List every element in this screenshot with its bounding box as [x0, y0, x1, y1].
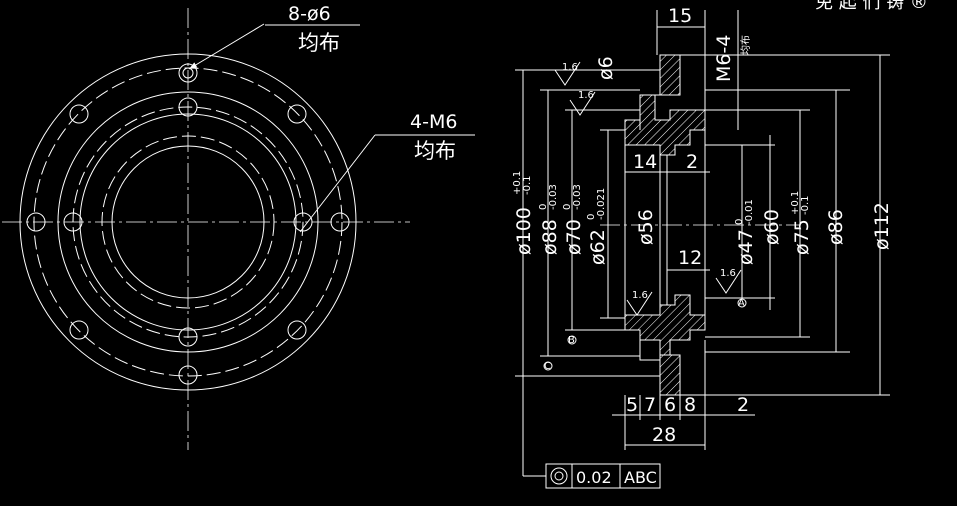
- datum-a: A: [735, 297, 748, 309]
- tol-value: 0.02: [576, 468, 612, 487]
- svg-text:1.6: 1.6: [632, 290, 648, 301]
- hole: [178, 365, 198, 385]
- lower-flange-hatch: [659, 354, 681, 396]
- svg-text:C: C: [544, 361, 551, 372]
- dia-75-tol-lo: -0.1: [800, 195, 811, 215]
- dia-88-tol-up: 0: [538, 204, 549, 210]
- hole-inner: [182, 67, 194, 79]
- dim-15: 15: [668, 5, 692, 27]
- flange-circle: [57, 91, 319, 353]
- dia-62-tol-up: 0: [586, 214, 597, 220]
- front-view: 8-ø6 均布 4-M6 均布: [2, 3, 475, 450]
- svg-text:1.6: 1.6: [562, 62, 578, 73]
- svg-text:B: B: [568, 335, 575, 346]
- hole: [287, 320, 307, 340]
- dia-100: ø100: [513, 207, 535, 255]
- tol-datum: ABC: [624, 468, 657, 487]
- callout-tapped-note: 均布: [414, 139, 456, 163]
- dia-75-tol-up: +0.1: [790, 191, 801, 215]
- dia-100-tol-lo: -0.1: [522, 175, 533, 195]
- dim-hole: ø6: [595, 56, 617, 80]
- section-view: 15 M6-4 均布 ø6 ø100 +0.1 -0.1 ø88 0 -0.03: [512, 0, 928, 489]
- upper-hatch: [624, 94, 706, 156]
- dia-86: ø86: [825, 209, 847, 245]
- roughness-3: 1.6: [626, 290, 653, 316]
- dia-70-tol-up: 0: [562, 204, 573, 210]
- tapped-hole: [178, 327, 198, 347]
- leader-tapped: [299, 134, 376, 233]
- roughness-2: 1.6: [569, 90, 596, 116]
- dia-62-tol-lo: -0.021: [596, 188, 607, 220]
- hole: [69, 320, 89, 340]
- tapped-hole: [293, 212, 313, 232]
- tapped-hole: [178, 97, 198, 117]
- dia-56: ø56: [635, 209, 657, 245]
- dim-2a: 2: [686, 151, 698, 173]
- dia-100-tol-up: +0.1: [512, 171, 523, 195]
- tol-box: [545, 463, 661, 489]
- dim-2b: 2: [737, 394, 749, 416]
- dia-88-tol-lo: -0.03: [548, 184, 559, 210]
- roughness-4: 1.6: [715, 268, 742, 294]
- hidden-circle-2: [101, 135, 275, 309]
- callout-holes: 8-ø6: [288, 3, 331, 25]
- dia-88: ø88: [539, 219, 561, 255]
- dia-47-tol-up: 0: [734, 219, 745, 225]
- hole: [330, 212, 350, 232]
- dim-thread: M6-4: [713, 35, 735, 82]
- dim-7: 7: [644, 394, 656, 416]
- tapped-holes: [63, 97, 313, 347]
- hole: [178, 63, 198, 83]
- dia-70: ø70: [563, 219, 585, 255]
- callout-tapped: 4-M6: [410, 111, 457, 133]
- callout-holes-note: 均布: [298, 31, 340, 55]
- lower-profile: [639, 330, 706, 396]
- dim-12: 12: [678, 247, 702, 269]
- bolt-holes: [26, 63, 350, 385]
- leader-holes: [188, 23, 265, 70]
- concentricity-icon: [550, 467, 568, 485]
- dim-6: 6: [664, 394, 676, 416]
- dim-14: 14: [633, 151, 657, 173]
- datum-b: B: [565, 329, 578, 346]
- dim-5: 5: [626, 394, 638, 416]
- hole: [26, 212, 46, 232]
- svg-text:1.6: 1.6: [720, 268, 736, 279]
- bore-circle: [111, 145, 265, 299]
- dim-8: 8: [684, 394, 696, 416]
- svg-text:A: A: [738, 298, 745, 309]
- dim-thread-note: 均布: [740, 35, 752, 55]
- corner-text: 免 起 们 铸 ®: [815, 0, 928, 13]
- dia-62: ø62: [587, 229, 609, 265]
- dia-70-tol-lo: -0.03: [572, 184, 583, 210]
- hole: [69, 104, 89, 124]
- dia-60: ø60: [761, 209, 783, 245]
- lower-hatch: [624, 294, 706, 356]
- dia-47-tol-lo: -0.01: [744, 199, 755, 225]
- dim-28: 28: [652, 424, 676, 446]
- outer-circle: [19, 53, 357, 391]
- roughness-1: 1.6: [554, 61, 581, 86]
- tapped-hole: [63, 212, 83, 232]
- hidden-circle-1: [72, 106, 304, 338]
- datum-c: C: [541, 355, 554, 372]
- svg-text:1.6: 1.6: [578, 90, 594, 101]
- dia-47: ø47: [735, 229, 757, 265]
- upper-flange-hatch: [659, 54, 681, 96]
- tolerance-frame: 0.02 ABC: [522, 376, 661, 489]
- dia-75: ø75: [791, 219, 813, 255]
- dia-112: ø112: [871, 202, 893, 250]
- hole: [287, 104, 307, 124]
- hub-circle: [79, 113, 297, 331]
